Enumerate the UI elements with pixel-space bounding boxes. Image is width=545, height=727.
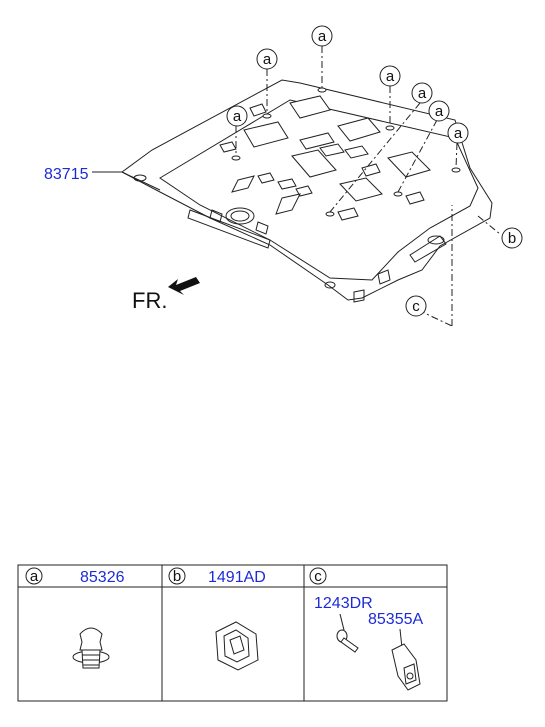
- svg-text:b: b: [173, 568, 181, 585]
- svg-text:a: a: [454, 125, 463, 142]
- callout-a-4: a: [411, 82, 433, 104]
- table-header-a: a 85326: [25, 567, 125, 586]
- callout-a-6: a: [447, 122, 469, 144]
- svg-text:a: a: [318, 28, 327, 45]
- svg-text:a: a: [30, 568, 39, 585]
- front-direction-indicator: FR.: [132, 277, 200, 313]
- table-header-b: b 1491AD: [168, 567, 266, 586]
- part-number-label: 83715: [44, 166, 89, 183]
- svg-text:a: a: [263, 51, 272, 68]
- hook-bracket-icon: [391, 643, 421, 691]
- screw-clip-icon: [72, 627, 110, 669]
- headliner-center-feature: [133, 174, 445, 303]
- parts-table: [17, 564, 448, 702]
- callout-b: b: [501, 227, 523, 249]
- part-number-1243dr: 1243DR: [314, 595, 373, 612]
- headliner-pads: [219, 95, 431, 221]
- svg-text:a: a: [418, 85, 427, 102]
- callout-a-1: a: [311, 25, 333, 47]
- part-number-1491ad: 1491AD: [208, 569, 266, 586]
- callout-c: c: [405, 295, 427, 317]
- leader-1243dr: [339, 613, 345, 631]
- callout-a-7: a: [226, 105, 248, 127]
- table-header-c: c: [309, 567, 327, 585]
- svg-text:c: c: [412, 298, 420, 315]
- bracket-clip-icon: [215, 621, 259, 671]
- part-number-85326: 85326: [80, 569, 125, 586]
- headliner-panel: [121, 79, 493, 301]
- bolt-icon: [336, 629, 359, 653]
- svg-text:a: a: [386, 68, 395, 85]
- svg-text:b: b: [508, 230, 516, 247]
- callout-a-2: a: [256, 48, 278, 70]
- callout-a-5: a: [428, 100, 450, 122]
- svg-text:a: a: [233, 108, 242, 125]
- front-label: FR.: [132, 288, 167, 313]
- callout-leaders: [235, 46, 501, 327]
- svg-text:a: a: [435, 103, 444, 120]
- svg-text:c: c: [314, 568, 322, 585]
- callout-a-3: a: [379, 65, 401, 87]
- front-arrow-icon: [168, 277, 200, 295]
- part-number-85355a: 85355A: [368, 611, 423, 628]
